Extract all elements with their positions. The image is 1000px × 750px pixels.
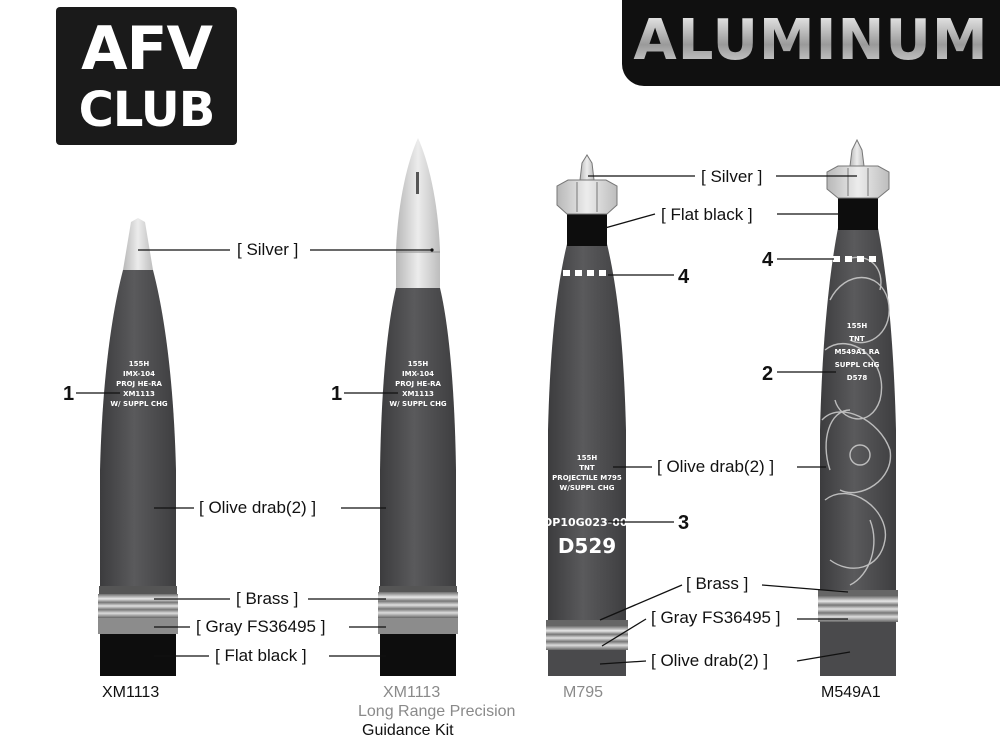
brass-band: [98, 594, 178, 618]
projectile-m549a1: 155H TNT M549A1 RA SUPPL CHG D578 M549A1: [818, 138, 898, 701]
stencil-line: IMX-104: [402, 370, 434, 378]
leader-line: [601, 618, 647, 647]
logo-text-club: CLUB: [78, 82, 216, 138]
flat-black-base: [100, 634, 176, 676]
olive-drab-base: [820, 622, 896, 676]
callouts-left: [ Silver ] 1 1 [ Olive drab(2) ] [ Brass…: [63, 240, 434, 665]
label-gray: [ Gray FS36495 ]: [196, 617, 325, 636]
label-olive-drab: [ Olive drab(2) ]: [199, 498, 316, 517]
label-silver: [ Silver ]: [701, 167, 762, 186]
leader-line: [604, 213, 656, 229]
stencil-line: PROJ HE-RA: [116, 380, 162, 388]
label-brass: [ Brass ]: [236, 589, 298, 608]
label-olive-drab: [ Olive drab(2) ]: [657, 457, 774, 476]
stencil-line: W/ SUPPL CHG: [389, 400, 447, 408]
projectile-xm1113-pgk: 155H IMX-104 PROJ HE-RA XM1113 W/ SUPPL …: [358, 138, 515, 739]
gray-band: [378, 618, 458, 634]
label-brass: [ Brass ]: [686, 574, 748, 593]
flat-black-base: [380, 634, 456, 676]
code-d529: D529: [558, 534, 616, 558]
silver-fuze: [396, 138, 440, 288]
body-step: [379, 586, 457, 594]
projectile-subtitle: Long Range Precision: [358, 703, 515, 720]
logo-text-afv: AFV: [81, 14, 213, 84]
label-gray: [ Gray FS36495 ]: [651, 608, 780, 627]
leader-line: [599, 584, 683, 621]
afv-club-logo: AFV CLUB: [56, 7, 237, 145]
flat-black-ring: [567, 214, 607, 246]
stencil-line: IMX-104: [123, 370, 155, 378]
stencil-line: 155H: [577, 454, 598, 462]
stencil-line: PROJ HE-RA: [395, 380, 441, 388]
stencil-line: XM1113: [402, 390, 434, 398]
label-flat-black: [ Flat black ]: [661, 205, 753, 224]
body-step: [99, 586, 177, 596]
stencil-line: 155H: [847, 322, 868, 330]
callout-number-2: 2: [762, 363, 773, 385]
body-step: [546, 620, 628, 628]
label-flat-black: [ Flat black ]: [215, 646, 307, 665]
gray-band: [98, 618, 178, 634]
stencil-line: TNT: [849, 335, 865, 343]
stencil-line: W/SUPPL CHG: [560, 484, 615, 492]
silver-fuze-tip: [849, 138, 865, 167]
projectile-name: M549A1: [821, 684, 881, 701]
stencil-line: 155H: [408, 360, 429, 368]
brass-band: [818, 596, 898, 622]
leader-line: [599, 660, 647, 665]
leader-dot: [430, 248, 434, 252]
flat-black-ring: [838, 198, 878, 230]
silver-fuze-wings: [826, 165, 890, 199]
brass-band: [378, 592, 458, 618]
stencil-line: SUPPL CHG: [835, 361, 880, 369]
projectile-name: XM1113: [383, 684, 440, 701]
callout-number-4: 4: [762, 249, 774, 271]
body-step: [818, 590, 898, 598]
stencil-line: PROJECTILE M795: [552, 474, 622, 482]
white-dash-band: [563, 270, 606, 276]
stencil-line: XM1113: [123, 390, 155, 398]
projectile-m795: 155H TNT PROJECTILE M795 W/SUPPL CHG IOP…: [539, 154, 635, 701]
stencil-line: TNT: [579, 464, 595, 472]
stencil-line: 155H: [129, 360, 150, 368]
projectile-name: M795: [563, 684, 603, 701]
olive-drab-body: [100, 270, 176, 586]
fuze-slot: [416, 172, 419, 194]
lot-number: IOP10G023-003: [539, 516, 635, 529]
stencil-line: D578: [847, 374, 868, 382]
olive-drab-body: [380, 288, 456, 586]
label-silver: [ Silver ]: [237, 240, 298, 259]
label-olive-drab: [ Olive drab(2) ]: [651, 651, 768, 670]
silver-fuze-wings: [556, 179, 618, 215]
silver-fuze-tip: [579, 154, 595, 181]
callout-number-1: 1: [63, 383, 74, 405]
olive-drab-body: [548, 244, 626, 620]
silver-nose: [123, 218, 153, 270]
callout-number-1: 1: [331, 383, 342, 405]
projectile-name: XM1113: [102, 684, 159, 701]
callouts-right: [ Silver ] [ Flat black ] 4 4 2 [ Olive …: [588, 167, 857, 670]
white-dash-band: [833, 256, 876, 262]
leader-line: [761, 584, 849, 593]
stencil-line: W/ SUPPL CHG: [110, 400, 168, 408]
projectile-subtitle: Guidance Kit: [362, 722, 454, 739]
callout-number-3: 3: [678, 512, 689, 534]
olive-drab-body: [820, 228, 896, 590]
stencil-line: M549A1 RA: [834, 348, 880, 356]
projectile-xm1113: 155H IMX-104 PROJ HE-RA XM1113 W/ SUPPL …: [98, 218, 178, 701]
leader-line: [796, 651, 851, 662]
banner-title: ALUMINUM: [622, 6, 1000, 76]
callout-number-4: 4: [678, 266, 690, 288]
aluminum-banner: ALUMINUM: [622, 0, 1000, 86]
